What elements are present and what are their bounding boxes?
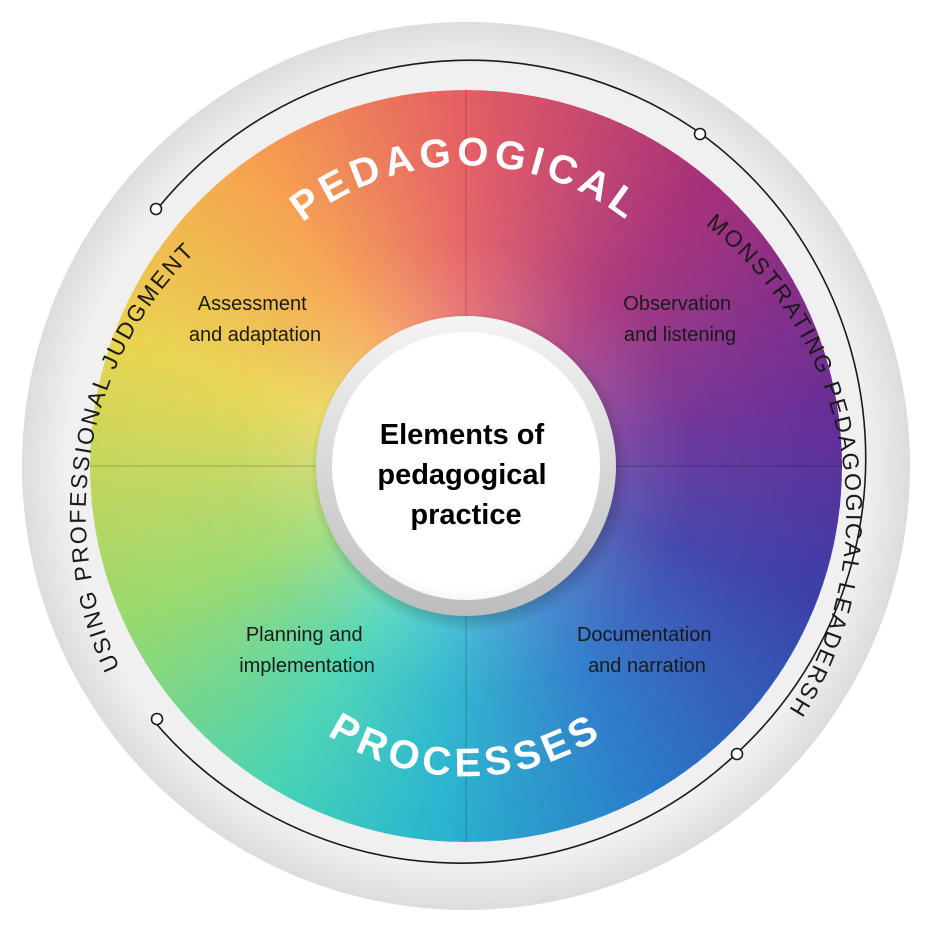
arc-dot-top-right [693,127,707,141]
quadrant-documentation-label: Documentation and narration [577,624,717,677]
quadrant-planning-label: Planning and implementation [239,624,375,677]
center-face [332,332,600,600]
arc-dot-bottom-left [150,712,164,726]
center-title: Elements of pedagogical practice [377,419,554,531]
arc-dot-bottom-right [730,747,744,761]
quadrant-observation-label: Observation and listening [623,293,736,346]
arc-end-dots [149,127,744,761]
quadrant-assessment-label: Assessment and adaptation [189,293,321,346]
outer-arc-lines [152,59,867,864]
arc-dot-top-left [149,202,163,216]
